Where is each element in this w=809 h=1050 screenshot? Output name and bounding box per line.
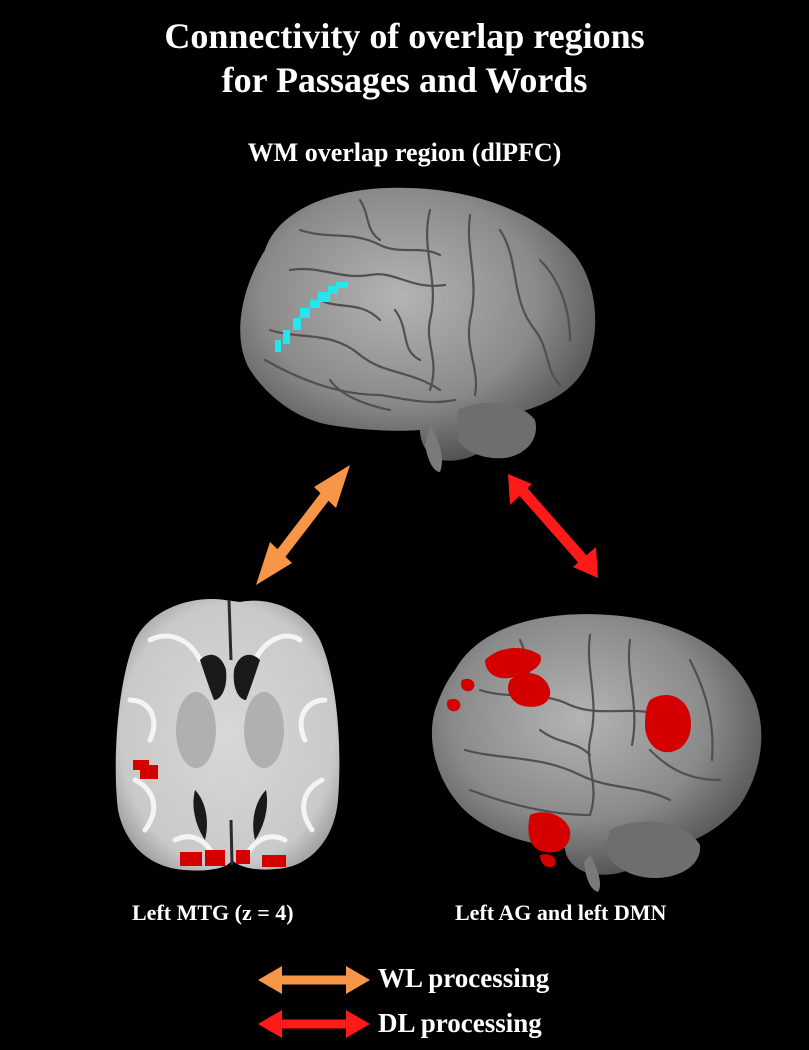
deep-gray-nuclei xyxy=(176,692,284,768)
legend-dl-label: DL processing xyxy=(378,1008,542,1038)
axial-slice-outline xyxy=(115,599,340,871)
wm-region-label: WM overlap region (dlPFC) xyxy=(247,138,562,167)
right-brain-cerebellum xyxy=(605,821,701,878)
wl-arrow xyxy=(256,465,350,585)
top-brain-cerebellum xyxy=(458,402,536,459)
legend-wl-arrow-icon xyxy=(258,966,370,994)
right-brain-brainstem xyxy=(584,855,601,892)
top-brain-cortex xyxy=(240,187,596,461)
top-brain-sulci xyxy=(263,198,572,412)
top-brain-brainstem xyxy=(425,425,442,472)
mtg-connectivity-clusters xyxy=(133,760,286,867)
wm-overlap-region xyxy=(275,282,348,352)
title-line-1: Connectivity of overlap regions xyxy=(164,16,645,56)
figure-title: Connectivity of overlap regions for Pass… xyxy=(0,14,809,102)
top-brain-lateral xyxy=(240,187,596,472)
legend-wl-label: WL processing xyxy=(378,963,550,993)
title-line-2: for Passages and Words xyxy=(221,60,588,100)
axial-slice xyxy=(115,599,340,871)
midline-fissure xyxy=(227,599,234,866)
left-mtg-caption: Left MTG (z = 4) xyxy=(132,900,294,925)
ag-dmn-connectivity-clusters xyxy=(446,648,691,868)
right-brain-lateral xyxy=(431,614,762,892)
legend-dl-arrow-icon xyxy=(258,1010,370,1038)
ventricles xyxy=(193,654,268,840)
dl-arrow xyxy=(508,474,598,578)
left-ag-dmn-caption: Left AG and left DMN xyxy=(455,900,667,925)
right-brain-sulci xyxy=(463,633,722,817)
